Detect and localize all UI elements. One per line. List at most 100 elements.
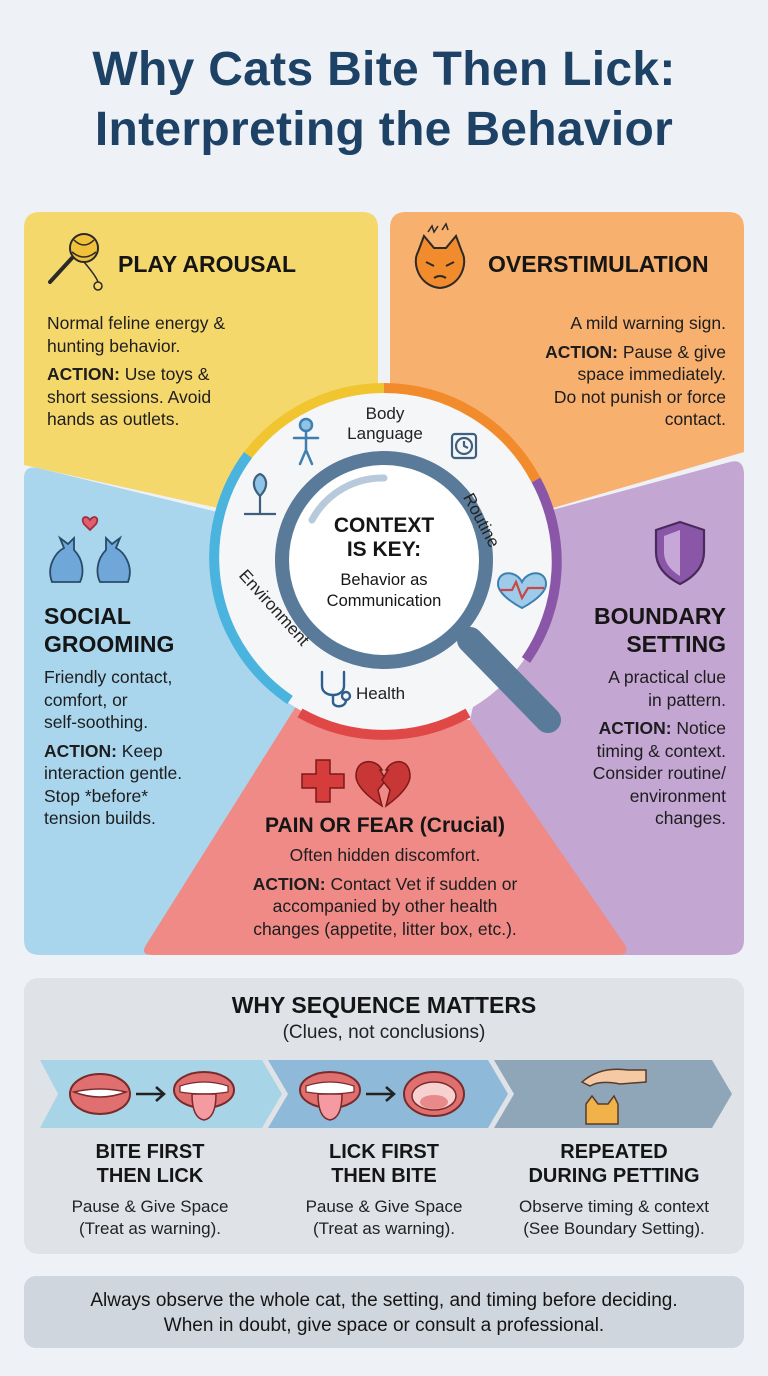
- wand-toy-icon: [48, 233, 103, 291]
- sequence-step-1-text: Pause & Give Space (Treat as warning).: [40, 1196, 260, 1240]
- footer-line: Always observe the whole cat, the settin…: [90, 1290, 678, 1311]
- seq-heading-line: BITE FIRST: [95, 1141, 205, 1163]
- boundary-action-line: Notice: [671, 718, 726, 738]
- center-subtitle-line: Communication: [326, 592, 442, 610]
- action-label: ACTION:: [44, 740, 117, 761]
- pain-action-line: Contact Vet if sudden or: [325, 873, 518, 894]
- overstim-action-line: Do not punish or force: [553, 386, 726, 407]
- clock-routine-icon: [450, 432, 478, 460]
- sequence-step-3-text: Observe timing & context (See Boundary S…: [496, 1196, 732, 1240]
- social-heading: SOCIAL GROOMING: [44, 602, 174, 658]
- sequence-step-2-heading: LICK FIRST THEN BITE: [274, 1140, 494, 1188]
- seq-heading-line: THEN BITE: [331, 1165, 437, 1187]
- play-text-line: Normal feline energy &: [47, 313, 225, 333]
- pain-action-line: changes (appetite, litter box, etc.).: [253, 918, 517, 939]
- seq-text-line: (Treat as warning).: [312, 1219, 456, 1238]
- seq-heading-line: REPEATED: [560, 1141, 668, 1163]
- ring-label-health: Health: [356, 684, 406, 703]
- boundary-text: A practical clue in pattern. ACTION: Not…: [556, 666, 726, 830]
- arrow-right-icon: [366, 1086, 396, 1102]
- overstim-action-line: contact.: [664, 409, 726, 429]
- sequence-arrow-bar: [40, 1060, 732, 1128]
- title-line-1: Why Cats Bite Then Lick:: [92, 43, 676, 96]
- ring-label-line: Language: [347, 424, 423, 443]
- boundary-action-line: environment: [629, 785, 726, 806]
- colored-ring: [209, 383, 562, 740]
- overstim-text: A mild warning sign. ACTION: Pause & giv…: [500, 312, 726, 431]
- overstim-action-line: space immediately.: [577, 364, 727, 384]
- pain-text-line: Often hidden discomfort.: [289, 845, 481, 865]
- pain-heading: PAIN OR FEAR (Crucial): [265, 814, 505, 837]
- sequence-step-2-text: Pause & Give Space (Treat as warning).: [274, 1196, 494, 1240]
- play-action-line: hands as outlets.: [47, 409, 180, 429]
- annoyed-cat-icon: [414, 222, 466, 290]
- plant-environment-icon: [244, 472, 276, 516]
- social-action-line: tension builds.: [44, 808, 156, 828]
- boundary-text-line: in pattern.: [648, 689, 726, 710]
- overstim-action: ACTION: Pause & give: [500, 341, 726, 364]
- stethoscope-icon: [320, 670, 352, 708]
- pain-text: Often hidden discomfort. ACTION: Contact…: [160, 844, 610, 940]
- seq-text-line: (Treat as warning).: [78, 1219, 222, 1238]
- center-title-line: IS KEY:: [346, 538, 422, 561]
- social-action-line: interaction gentle.: [44, 763, 183, 783]
- boundary-action: ACTION: Notice: [556, 717, 726, 740]
- center-title-line: CONTEXT: [333, 514, 435, 537]
- center-title: CONTEXT IS KEY:: [304, 514, 464, 562]
- play-text-line: hunting behavior.: [47, 335, 181, 356]
- boundary-action-line: Consider routine/: [592, 763, 726, 783]
- footer-panel: [24, 1276, 744, 1348]
- seq-text-line: (See Boundary Setting).: [523, 1219, 705, 1238]
- action-label: ACTION:: [252, 873, 326, 894]
- center-subtitle: Behavior as Communication: [294, 570, 474, 612]
- social-text: Friendly contact, comfort, or self-sooth…: [44, 666, 182, 830]
- social-action-line: Keep: [116, 740, 163, 761]
- tongue-out-icon: [173, 1071, 235, 1121]
- overstim-text-line: A mild warning sign.: [570, 313, 726, 333]
- pain-action-line: accompanied by other health: [272, 896, 498, 916]
- page-title: Why Cats Bite Then Lick: Interpreting th…: [0, 40, 768, 160]
- sequence-step-3-chevron: [494, 1060, 732, 1128]
- arrow-right-icon: [136, 1086, 166, 1102]
- seq-text-line: Pause & Give Space: [71, 1197, 229, 1216]
- behavior-wheel: [24, 212, 744, 955]
- play-action: ACTION: Use toys &: [47, 363, 225, 386]
- social-action: ACTION: Keep: [44, 740, 182, 763]
- social-heading-line: GROOMING: [44, 631, 175, 657]
- sequence-subtitle: (Clues, not conclusions): [282, 1022, 486, 1043]
- social-text-line: self-soothing.: [44, 712, 149, 732]
- play-heading: PLAY AROUSAL: [118, 251, 297, 277]
- action-label: ACTION:: [545, 341, 619, 362]
- sequence-title: WHY SEQUENCE MATTERS: [231, 992, 537, 1018]
- open-mouth-icon: [403, 1071, 465, 1117]
- sequence-step-1-heading: BITE FIRST THEN LICK: [40, 1140, 260, 1188]
- magnifier-icon: [275, 451, 561, 733]
- play-action-line: short sessions. Avoid: [47, 386, 212, 407]
- cats-heart-icon: [49, 516, 131, 583]
- pain-panel: [144, 700, 627, 955]
- title-line-2: Interpreting the Behavior: [94, 103, 674, 156]
- action-label: ACTION:: [598, 718, 672, 738]
- ring-label-line: Body: [365, 404, 405, 423]
- seq-heading-line: THEN LICK: [96, 1165, 204, 1187]
- tongue-out-icon: [299, 1071, 361, 1121]
- social-text-line: Friendly contact,: [44, 667, 173, 687]
- hand-petting-cat-icon: [580, 1068, 647, 1125]
- overstim-heading: OVERSTIMULATION: [488, 251, 709, 277]
- shield-icon: [654, 520, 706, 586]
- social-heading-line: SOCIAL: [44, 603, 131, 629]
- action-label: ACTION:: [47, 364, 120, 384]
- pain-action: ACTION: Contact Vet if sudden or: [160, 873, 610, 896]
- center-subtitle-line: Behavior as: [340, 571, 428, 589]
- boundary-heading: BOUNDARY SETTING: [560, 602, 726, 658]
- social-text-line: comfort, or: [44, 689, 128, 710]
- ring-label-body-language: Body Language: [330, 404, 440, 444]
- boundary-action-line: timing & context.: [596, 740, 726, 761]
- closed-mouth-icon: [69, 1073, 131, 1115]
- sequence-step-3-heading: REPEATED DURING PETTING: [496, 1140, 732, 1188]
- play-text: Normal feline energy & hunting behavior.…: [47, 312, 225, 431]
- boundary-action-line: changes.: [654, 808, 726, 828]
- seq-heading-line: LICK FIRST: [329, 1141, 439, 1163]
- seq-heading-line: DURING PETTING: [528, 1165, 700, 1187]
- footer-text: Always observe the whole cat, the settin…: [24, 1288, 744, 1338]
